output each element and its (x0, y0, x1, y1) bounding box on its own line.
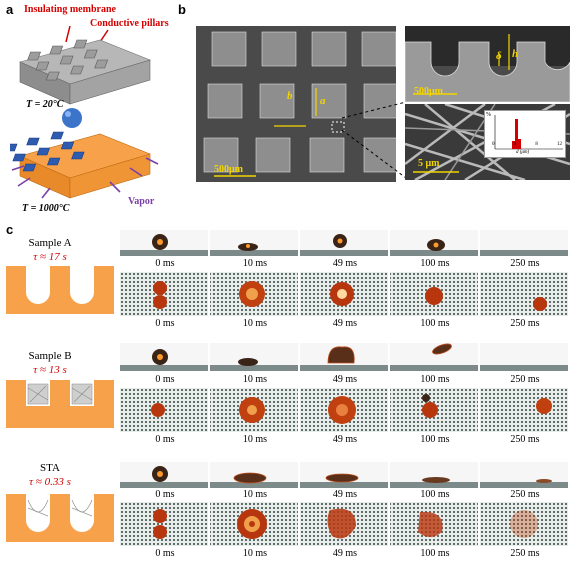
sample-a-side-frames (120, 230, 568, 256)
time-label: 0 ms (155, 258, 175, 269)
temp-hot-label: T = 1000°C (22, 203, 70, 214)
time-label: 10 ms (242, 318, 268, 329)
dimension-lines (274, 88, 317, 127)
time-label: 0 ms (155, 318, 175, 329)
time-label: 0 ms (155, 489, 175, 500)
substrate-cold (19, 39, 151, 105)
time-label: 0 ms (155, 374, 175, 385)
sample-a-name: Sample A (28, 237, 72, 249)
vapor-label: Vapor (128, 196, 155, 207)
sample-b-schematic (6, 380, 114, 428)
sample-b-tau: τ ≈ 13 s (33, 364, 67, 376)
droplet-icon (62, 108, 82, 128)
time-label: 250 ms (510, 548, 540, 559)
membrane-label: Insulating membrane (24, 4, 116, 15)
sta-name: STA (40, 462, 60, 474)
time-label: 100 ms (420, 489, 450, 500)
time-label: 100 ms (420, 374, 450, 385)
zoom-connectors (341, 101, 407, 179)
sem-pillar-array-image (196, 26, 396, 182)
panel-c-letter: c (6, 222, 14, 237)
time-label: 250 ms (510, 258, 540, 269)
scale-label-right-top: 500μm (414, 86, 443, 97)
pillar-grid-hot (10, 131, 85, 172)
pillar-grid-cold (27, 39, 109, 81)
time-label: 250 ms (510, 434, 540, 445)
sem-cross-section-image (405, 26, 570, 102)
fiber-diameter-histogram (484, 110, 566, 158)
histogram-peak (515, 119, 518, 149)
time-label: 49 ms (332, 434, 358, 445)
time-label: 49 ms (332, 374, 358, 385)
time-label: 49 ms (332, 548, 358, 559)
time-label: 49 ms (332, 318, 358, 329)
sample-b-side-frames (120, 343, 568, 371)
panel-a-schematic (10, 26, 159, 199)
time-label: 250 ms (510, 489, 540, 500)
time-label: 100 ms (420, 434, 450, 445)
time-label: 10 ms (242, 434, 268, 445)
temp-cold-label: T = 20°C (26, 99, 64, 110)
panel-b-letter: b (178, 2, 186, 17)
dim-b-label: b (287, 90, 293, 102)
time-label: 10 ms (242, 548, 268, 559)
sem-pillars (203, 31, 396, 173)
sta-schematic (6, 494, 114, 542)
panel-a-letter: a (6, 2, 14, 17)
scale-label-right-bottom: 5 μm (418, 158, 440, 169)
time-label: 49 ms (332, 258, 358, 269)
dim-h-label: h (512, 48, 519, 60)
zoom-box (331, 121, 345, 133)
time-label: 100 ms (420, 258, 450, 269)
histogram-y-label: % (486, 112, 491, 118)
vapor-arrows (11, 157, 159, 199)
scale-label-left: 500μm (214, 164, 243, 175)
sample-b-top-frames (120, 388, 568, 432)
time-label: 10 ms (242, 374, 268, 385)
sample-a-tau: τ ≈ 17 s (33, 251, 67, 263)
time-label: 250 ms (510, 374, 540, 385)
time-label: 10 ms (242, 489, 268, 500)
time-label: 0 ms (155, 548, 175, 559)
substrate-hot (19, 133, 151, 199)
time-label: 0 ms (155, 434, 175, 445)
sta-top-frames (120, 502, 568, 546)
time-label: 250 ms (510, 318, 540, 329)
sample-a-top-frames (120, 272, 568, 316)
dim-delta-label: δ (496, 50, 502, 62)
dim-a-label: a (320, 95, 326, 107)
time-label: 49 ms (332, 489, 358, 500)
sta-tau: τ ≈ 0.33 s (29, 476, 71, 488)
histogram-x-ticks: 0 4 8 12 (492, 142, 562, 147)
sample-a-schematic (6, 266, 114, 314)
sample-b-name: Sample B (28, 350, 72, 362)
histogram-x-label: d (μm) (516, 150, 530, 155)
sta-side-frames (120, 462, 568, 488)
membrane-arrow (65, 26, 71, 43)
time-label: 100 ms (420, 548, 450, 559)
time-label: 100 ms (420, 318, 450, 329)
time-label: 10 ms (242, 258, 268, 269)
pillars-label: Conductive pillars (90, 18, 169, 29)
